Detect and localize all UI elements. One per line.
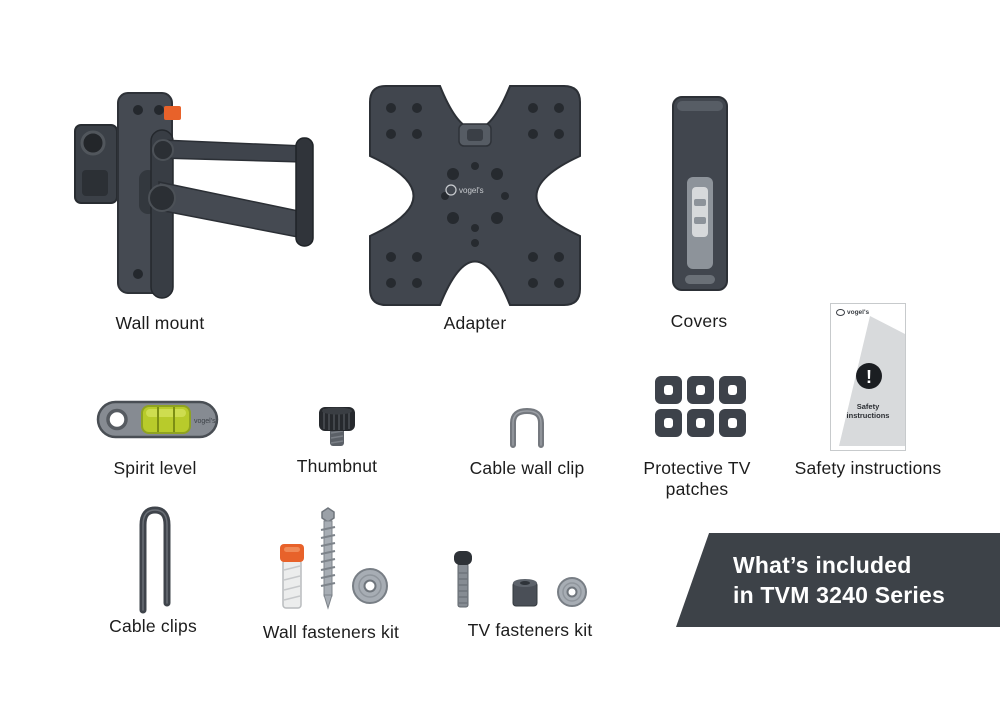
plug-collar [280,544,304,562]
cable-wall-clip-label: Cable wall clip [469,458,585,478]
spirit-level-icon: vogel's [96,400,219,439]
orange-clip [164,106,181,120]
protective-patches-label: Protective TV patches [643,458,751,499]
wall-fasteners-label: Wall fasteners kit [262,622,400,642]
wall-mount-label: Wall mount [115,313,205,333]
wall-fasteners-graphic [270,500,400,620]
brand-logo-icon [445,184,457,196]
protective-patches-icon [655,376,746,437]
cable-clips-icon [139,506,171,614]
cable-clips-graphic [128,500,178,620]
wall-fasteners-icon [280,507,388,610]
included-banner-text: What’s included in TVM 3240 Series [733,550,945,610]
spirit-level-graphic: vogel's [90,393,225,448]
exclamation-mark: ! [866,367,872,387]
covers-graphic [665,95,735,300]
safety-instructions-label: Safety instructions [794,458,942,478]
covers-label: Covers [670,311,728,331]
exclamation-icon [856,363,882,389]
tv-fasteners-graphic [445,545,595,620]
banner-line-2: in TVM 3240 Series [733,582,945,608]
included-banner: What’s included in TVM 3240 Series [676,533,1000,627]
safety-card-brand-text: vogel's [847,309,870,316]
cable-clips-label: Cable clips [109,616,197,636]
cable-wall-clip-graphic [503,403,551,453]
adapter-label: Adapter [443,313,507,333]
safety-instructions-card: ! vogel's Safety instructions [830,303,906,451]
adapter-plate-icon: vogel's [369,85,581,306]
brand-logo-icon [836,309,845,316]
level-brand-text: vogel's [194,418,216,425]
safety-card-brand: vogel's [836,309,869,316]
thumbnut-label: Thumbnut [296,456,378,476]
wall-mount-icon [74,92,314,299]
cable-wall-clip-icon [510,407,544,448]
spirit-level-label: Spirit level [113,458,197,478]
thumbnut-icon [319,407,355,446]
safety-card-art: ! [839,316,905,446]
banner-line-1: What’s included [733,552,912,578]
wall-mount-graphic [55,78,325,308]
tv-fasteners-icon [454,551,587,608]
adapter-brand-text: vogel's [459,186,484,195]
adapter-graphic: vogel's [355,78,595,318]
safety-card-title: Safety instructions [846,402,890,420]
thumbnut-graphic [315,405,360,455]
tv-fasteners-label: TV fasteners kit [467,620,593,640]
protective-patches-graphic [655,376,747,440]
covers-icon [672,96,728,291]
